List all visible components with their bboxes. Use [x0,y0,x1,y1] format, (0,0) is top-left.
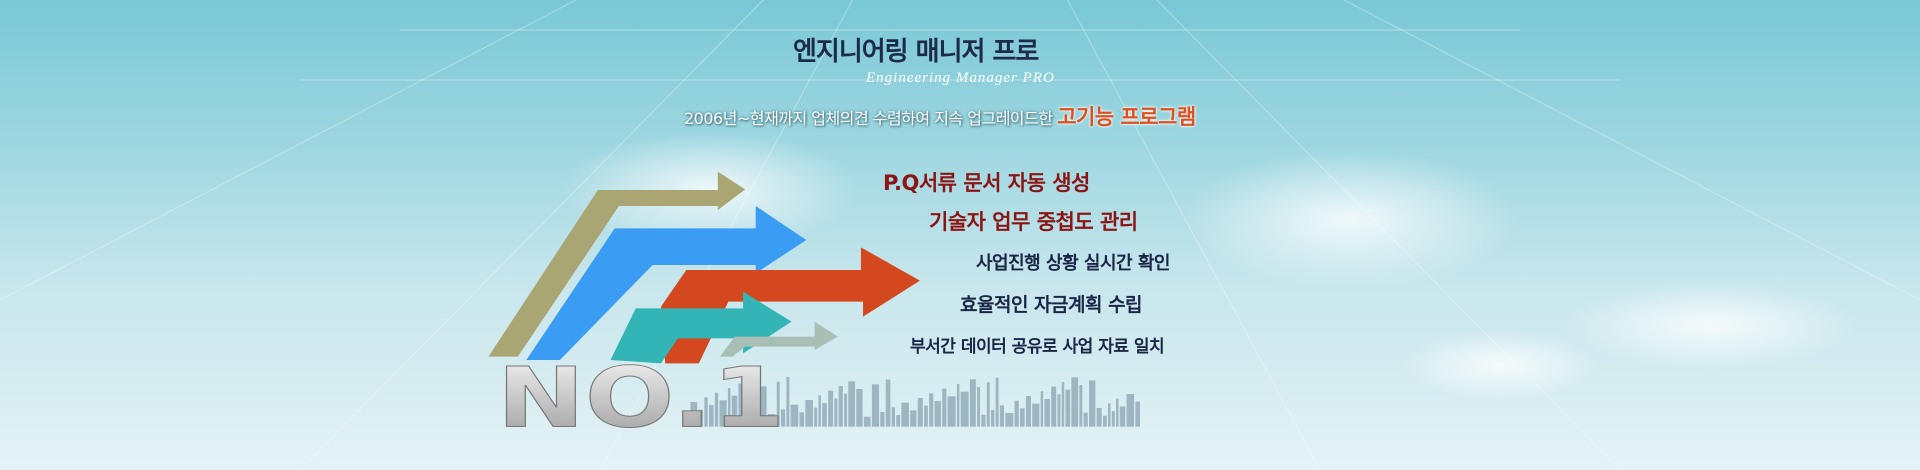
building [814,407,818,427]
building [1020,408,1025,427]
building [910,410,917,427]
building [947,396,956,427]
building [799,412,805,427]
building [698,409,704,427]
building [848,381,856,427]
building [981,414,986,427]
building [924,405,928,427]
building [917,398,923,427]
building [822,403,827,427]
building [871,384,880,427]
building [1126,394,1135,427]
building [1119,406,1126,427]
feature-item: 효율적인 자금계획 수립 [960,294,1143,316]
building [1025,396,1031,427]
building [690,402,698,427]
building [999,405,1005,427]
building [704,397,708,427]
building [708,405,714,427]
cloud [1180,150,1520,290]
building [714,392,719,427]
building [891,407,896,427]
building [805,400,813,427]
arrows-graphic: NO.1 [488,171,1140,447]
tagline: 2006년~현재까지 업체의견 수렴하여 지속 업그레이드한 고기능 프로그램 [684,105,1196,129]
building [885,379,891,427]
building [1089,380,1096,427]
building [844,393,848,427]
arrow-gray [719,321,838,357]
building [1032,403,1040,427]
building [1116,398,1119,427]
arrow-blue [526,206,807,360]
building [990,410,995,427]
building [986,382,990,427]
cloud [1400,330,1600,400]
building [960,391,969,427]
building [767,414,776,427]
building [956,384,960,427]
building [896,415,901,427]
building [995,377,999,427]
building [1135,401,1140,427]
building [751,378,758,427]
building [856,389,863,427]
building [901,402,909,427]
cloud [1560,280,1860,370]
building [780,409,786,427]
building [1051,386,1057,427]
arrow-red [660,247,920,364]
building [738,383,744,427]
tagline-text: 2006년~현재까지 업체의견 수렴하여 지속 업그레이드한 [684,109,1053,128]
building [880,412,885,427]
building [818,395,821,427]
feature-item: P.Q서류 문서 자동 생성 [883,171,1090,195]
building [942,388,947,427]
building [1065,389,1071,427]
building [1057,394,1061,427]
building [969,379,976,427]
feature-item: 기술자 업무 중첩도 관리 [929,210,1138,234]
building [1108,403,1111,427]
building [1083,412,1088,427]
building [838,386,843,427]
building [744,391,751,427]
feature-item: 부서간 데이터 공유로 사업 자료 일치 [910,337,1165,357]
building [834,398,838,427]
building [731,395,738,427]
building [929,393,934,427]
building [828,390,834,427]
building [1102,415,1107,427]
building [776,381,780,427]
building [1014,400,1019,427]
page-title: 엔지니어링 매니저 프로 [793,37,1039,67]
no1-badge: NO.1 [497,350,785,447]
page-subtitle: Engineering Manager PRO [866,70,1055,86]
building [727,388,731,427]
building [1061,382,1065,427]
building [790,404,799,427]
building [863,416,871,427]
building [719,400,727,427]
building [758,386,767,427]
tagline-highlight: 고기능 프로그램 [1057,105,1196,129]
building [1005,413,1014,427]
building [934,401,941,427]
city-skyline [690,377,1140,427]
building [786,377,790,427]
feature-item: 사업진행 상황 실시간 확인 [976,253,1170,274]
arrow-olive [488,171,746,357]
building [1040,391,1044,427]
building [977,387,981,427]
building [1079,385,1083,427]
building [1044,399,1050,427]
building [1071,377,1079,427]
building [1096,408,1102,427]
building [1111,411,1115,427]
